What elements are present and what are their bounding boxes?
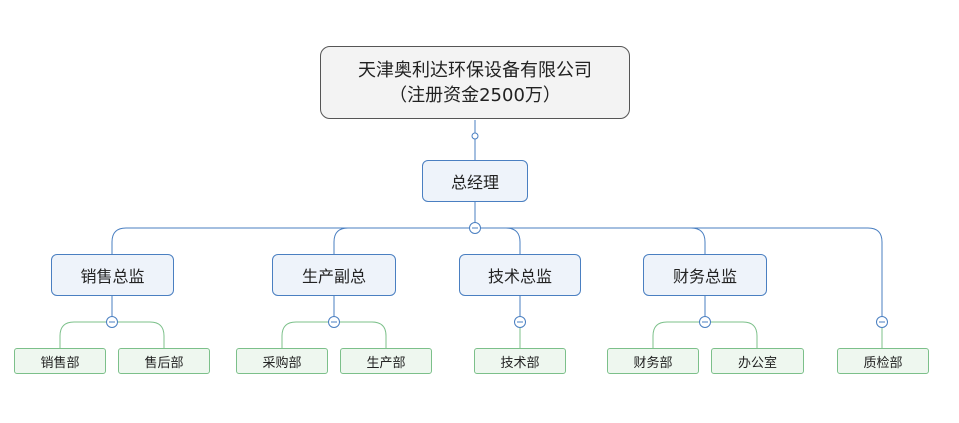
- bus-to-sales-line: [111, 227, 127, 254]
- bus-to-production-line: [333, 227, 349, 254]
- collapse-toggle[interactable]: [469, 222, 481, 234]
- root-node-company[interactable]: 天津奥利达环保设备有限公司 （注册资金2500万）: [320, 46, 630, 119]
- node-production-vp[interactable]: 生产副总: [272, 254, 396, 296]
- node-label: 售后部: [144, 355, 184, 371]
- node-finance-dept[interactable]: 财务部: [607, 348, 699, 374]
- node-label: 办公室: [737, 355, 777, 371]
- node-label: 技术部: [500, 355, 540, 371]
- collapse-toggle[interactable]: [876, 316, 888, 328]
- collapse-toggle[interactable]: [699, 316, 711, 328]
- node-purchasing-dept[interactable]: 采购部: [236, 348, 328, 374]
- node-label: 质检部: [863, 355, 903, 371]
- node-label: 销售总监: [80, 267, 145, 286]
- node-tech-dept[interactable]: 技术部: [474, 348, 566, 374]
- node-label: 技术总监: [487, 267, 552, 286]
- node-label: 采购部: [262, 355, 302, 371]
- company-name: 天津奥利达环保设备有限公司: [358, 59, 592, 81]
- bus-to-quality-line: [867, 227, 883, 316]
- bus-to-finance-line: [690, 227, 706, 254]
- collapse-toggle[interactable]: [328, 316, 340, 328]
- node-office[interactable]: 办公室: [711, 348, 804, 374]
- root-connector-dot: [471, 132, 479, 140]
- node-label: 财务总监: [672, 267, 737, 286]
- node-label: 财务部: [633, 355, 673, 371]
- node-label: 总经理: [450, 173, 499, 192]
- collapse-toggle[interactable]: [106, 316, 118, 328]
- registered-capital: （注册资金2500万）: [389, 84, 561, 106]
- node-label: 销售部: [40, 355, 80, 371]
- node-label: 生产副总: [301, 267, 366, 286]
- node-sales-dept[interactable]: 销售部: [14, 348, 106, 374]
- node-sales-director[interactable]: 销售总监: [51, 254, 174, 296]
- node-quality-dept[interactable]: 质检部: [837, 348, 929, 374]
- node-finance-director[interactable]: 财务总监: [643, 254, 767, 296]
- node-after-sales-dept[interactable]: 售后部: [118, 348, 210, 374]
- node-general-manager[interactable]: 总经理: [422, 160, 528, 202]
- node-production-dept[interactable]: 生产部: [340, 348, 432, 374]
- node-tech-director[interactable]: 技术总监: [459, 254, 581, 296]
- collapse-toggle[interactable]: [514, 316, 526, 328]
- node-label: 生产部: [366, 355, 406, 371]
- bus-to-tech-line: [505, 227, 521, 254]
